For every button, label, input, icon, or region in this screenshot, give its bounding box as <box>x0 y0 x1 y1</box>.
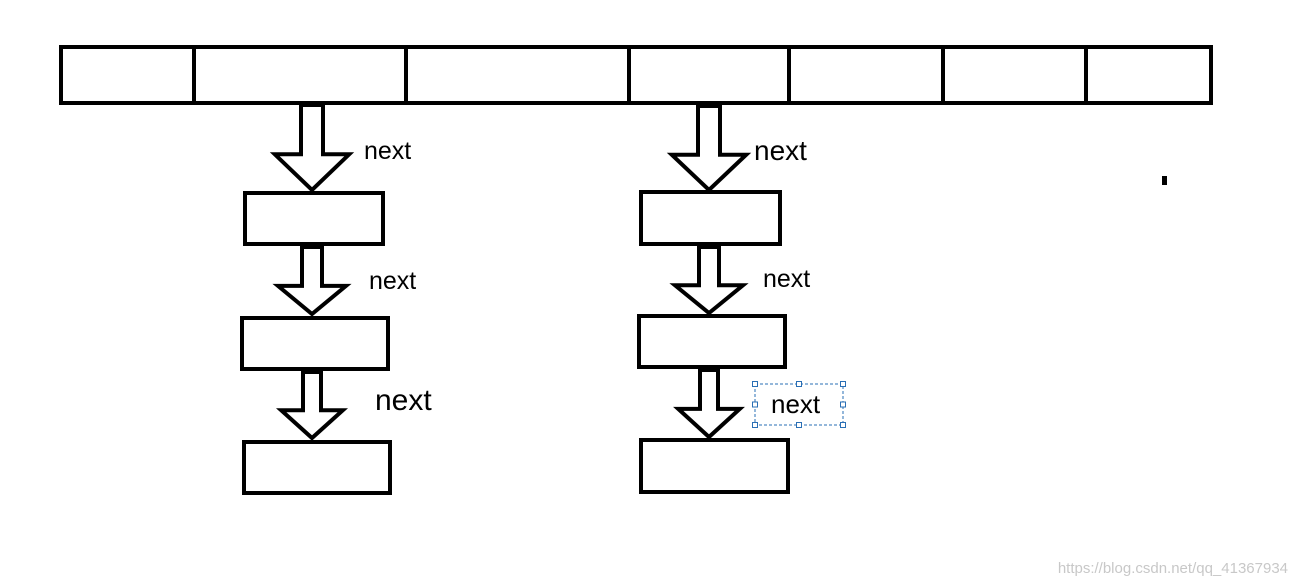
selection-handle[interactable] <box>752 401 758 408</box>
bucket-chains: next next next next next next <box>240 103 846 495</box>
chain-node <box>637 314 787 369</box>
stray-mark <box>1162 176 1167 185</box>
chain-node <box>639 190 782 246</box>
next-arrow <box>272 245 352 317</box>
next-label: next <box>375 384 432 417</box>
selection-handle[interactable] <box>796 381 802 387</box>
array-cell <box>59 45 196 105</box>
chain-node <box>240 316 390 371</box>
array-cell <box>941 45 1088 105</box>
next-arrow <box>275 370 349 441</box>
chain-1: next next next <box>240 103 432 495</box>
stray-dot <box>1162 176 1167 185</box>
selection-handle[interactable] <box>840 381 846 387</box>
chain-node <box>242 440 392 495</box>
next-label: next <box>369 267 416 295</box>
array-cell <box>1084 45 1213 105</box>
array-cell <box>787 45 945 105</box>
array-cell <box>404 45 631 105</box>
chain-node <box>243 191 385 246</box>
next-label: next <box>364 137 411 165</box>
next-label: next <box>754 135 807 166</box>
next-label: next <box>763 265 810 293</box>
next-arrow <box>669 245 749 316</box>
next-arrow <box>673 368 745 440</box>
next-arrow <box>666 104 752 193</box>
chain-2: next next next <box>637 104 846 494</box>
selection-handle[interactable] <box>840 422 846 428</box>
bucket-array <box>59 45 1213 105</box>
selection-handle[interactable] <box>840 401 846 408</box>
selection-handle[interactable] <box>752 381 758 387</box>
chain-node <box>639 438 790 494</box>
selection-handle[interactable] <box>752 422 758 428</box>
watermark-text: https://blog.csdn.net/qq_41367934 <box>1058 560 1288 577</box>
next-label: next <box>771 389 821 419</box>
next-arrow <box>269 103 355 193</box>
array-cell <box>192 45 408 105</box>
selection-handle[interactable] <box>796 422 802 428</box>
array-cell <box>627 45 791 105</box>
